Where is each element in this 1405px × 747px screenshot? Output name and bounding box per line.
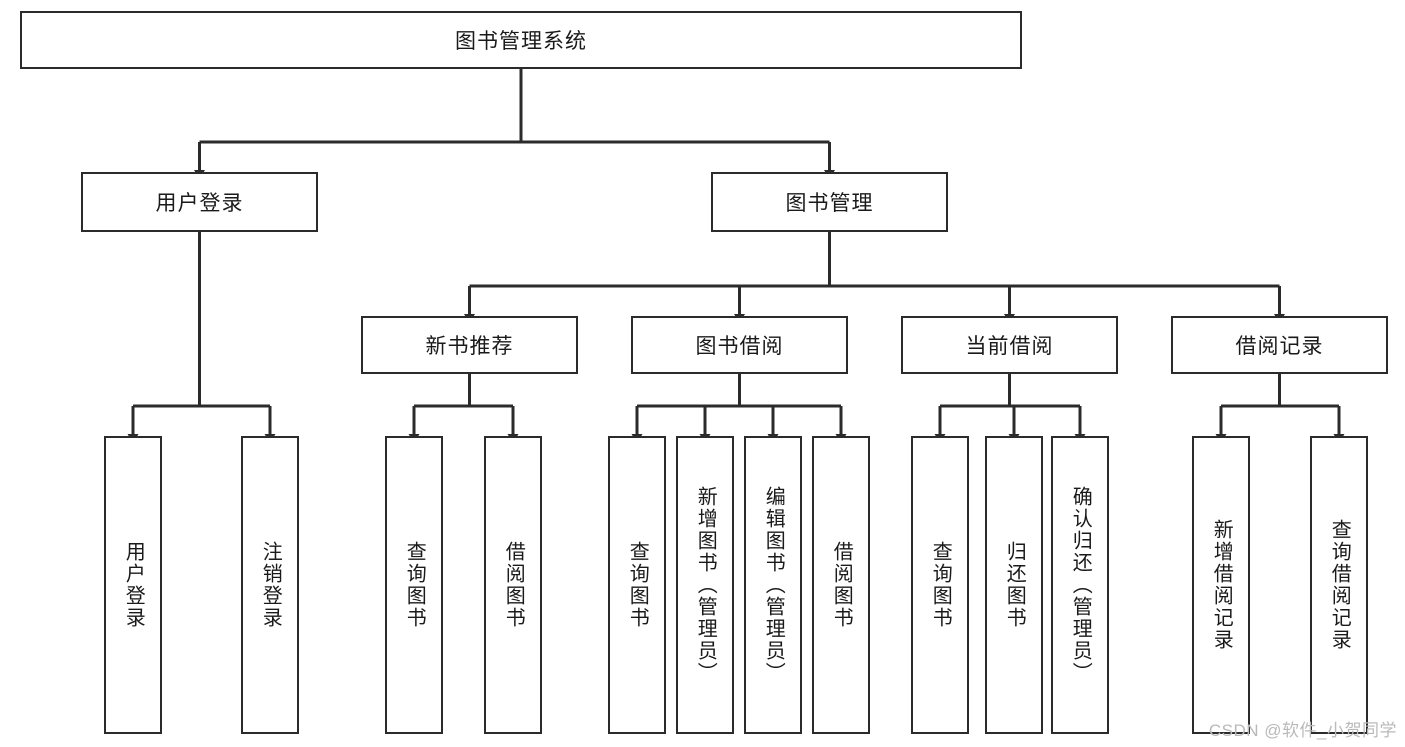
node-book-manage-label: 图书管理 <box>785 192 874 215</box>
node-leaf-query-book-2-label: 查询图书 <box>626 541 649 629</box>
node-user-login-label: 用户登录 <box>155 192 244 215</box>
node-leaf-borrow-book-2[interactable]: 借阅图书 <box>812 436 870 734</box>
node-new-book-recommend[interactable]: 新书推荐 <box>361 316 578 374</box>
node-leaf-user-login-label: 用户登录 <box>122 541 145 629</box>
node-leaf-query-book-2[interactable]: 查询图书 <box>608 436 666 734</box>
node-leaf-add-book-admin[interactable]: 新增图书（管理员） <box>676 436 734 734</box>
node-borrow-record[interactable]: 借阅记录 <box>1171 316 1388 374</box>
node-leaf-edit-book-admin-label: 编辑图书（管理员） <box>762 486 785 684</box>
node-leaf-add-book-admin-label: 新增图书（管理员） <box>694 486 717 684</box>
node-user-login[interactable]: 用户登录 <box>81 172 318 232</box>
node-leaf-add-borrow-record-label: 新增借阅记录 <box>1210 519 1233 651</box>
node-leaf-borrow-book-1-label: 借阅图书 <box>502 541 525 629</box>
node-leaf-confirm-return-admin-label: 确认归还（管理员） <box>1069 486 1092 684</box>
node-borrow-record-label: 借阅记录 <box>1235 335 1324 358</box>
node-leaf-user-logout[interactable]: 注销登录 <box>241 436 299 734</box>
node-leaf-user-logout-label: 注销登录 <box>259 541 282 629</box>
node-root[interactable]: 图书管理系统 <box>20 11 1022 69</box>
node-current-borrow-label: 当前借阅 <box>965 335 1054 358</box>
node-leaf-query-book-1[interactable]: 查询图书 <box>385 436 443 734</box>
node-current-borrow[interactable]: 当前借阅 <box>901 316 1118 374</box>
node-leaf-return-book-label: 归还图书 <box>1003 541 1026 629</box>
node-leaf-query-borrow-record-label: 查询借阅记录 <box>1328 519 1351 651</box>
watermark-text: CSDN @软件_小贺同学 <box>1208 721 1397 740</box>
node-leaf-confirm-return-admin[interactable]: 确认归还（管理员） <box>1051 436 1109 734</box>
node-leaf-query-book-3-label: 查询图书 <box>929 541 952 629</box>
node-leaf-query-book-3[interactable]: 查询图书 <box>911 436 969 734</box>
node-new-book-recommend-label: 新书推荐 <box>425 335 514 358</box>
node-leaf-user-login[interactable]: 用户登录 <box>104 436 162 734</box>
node-root-label: 图书管理系统 <box>455 30 587 53</box>
node-leaf-query-borrow-record[interactable]: 查询借阅记录 <box>1310 436 1368 734</box>
node-leaf-edit-book-admin[interactable]: 编辑图书（管理员） <box>744 436 802 734</box>
node-leaf-add-borrow-record[interactable]: 新增借阅记录 <box>1192 436 1250 734</box>
node-book-manage[interactable]: 图书管理 <box>711 172 948 232</box>
node-leaf-query-book-1-label: 查询图书 <box>403 541 426 629</box>
node-book-borrow[interactable]: 图书借阅 <box>631 316 848 374</box>
node-leaf-borrow-book-1[interactable]: 借阅图书 <box>484 436 542 734</box>
node-leaf-return-book[interactable]: 归还图书 <box>985 436 1043 734</box>
node-leaf-borrow-book-2-label: 借阅图书 <box>830 541 853 629</box>
node-book-borrow-label: 图书借阅 <box>695 335 784 358</box>
